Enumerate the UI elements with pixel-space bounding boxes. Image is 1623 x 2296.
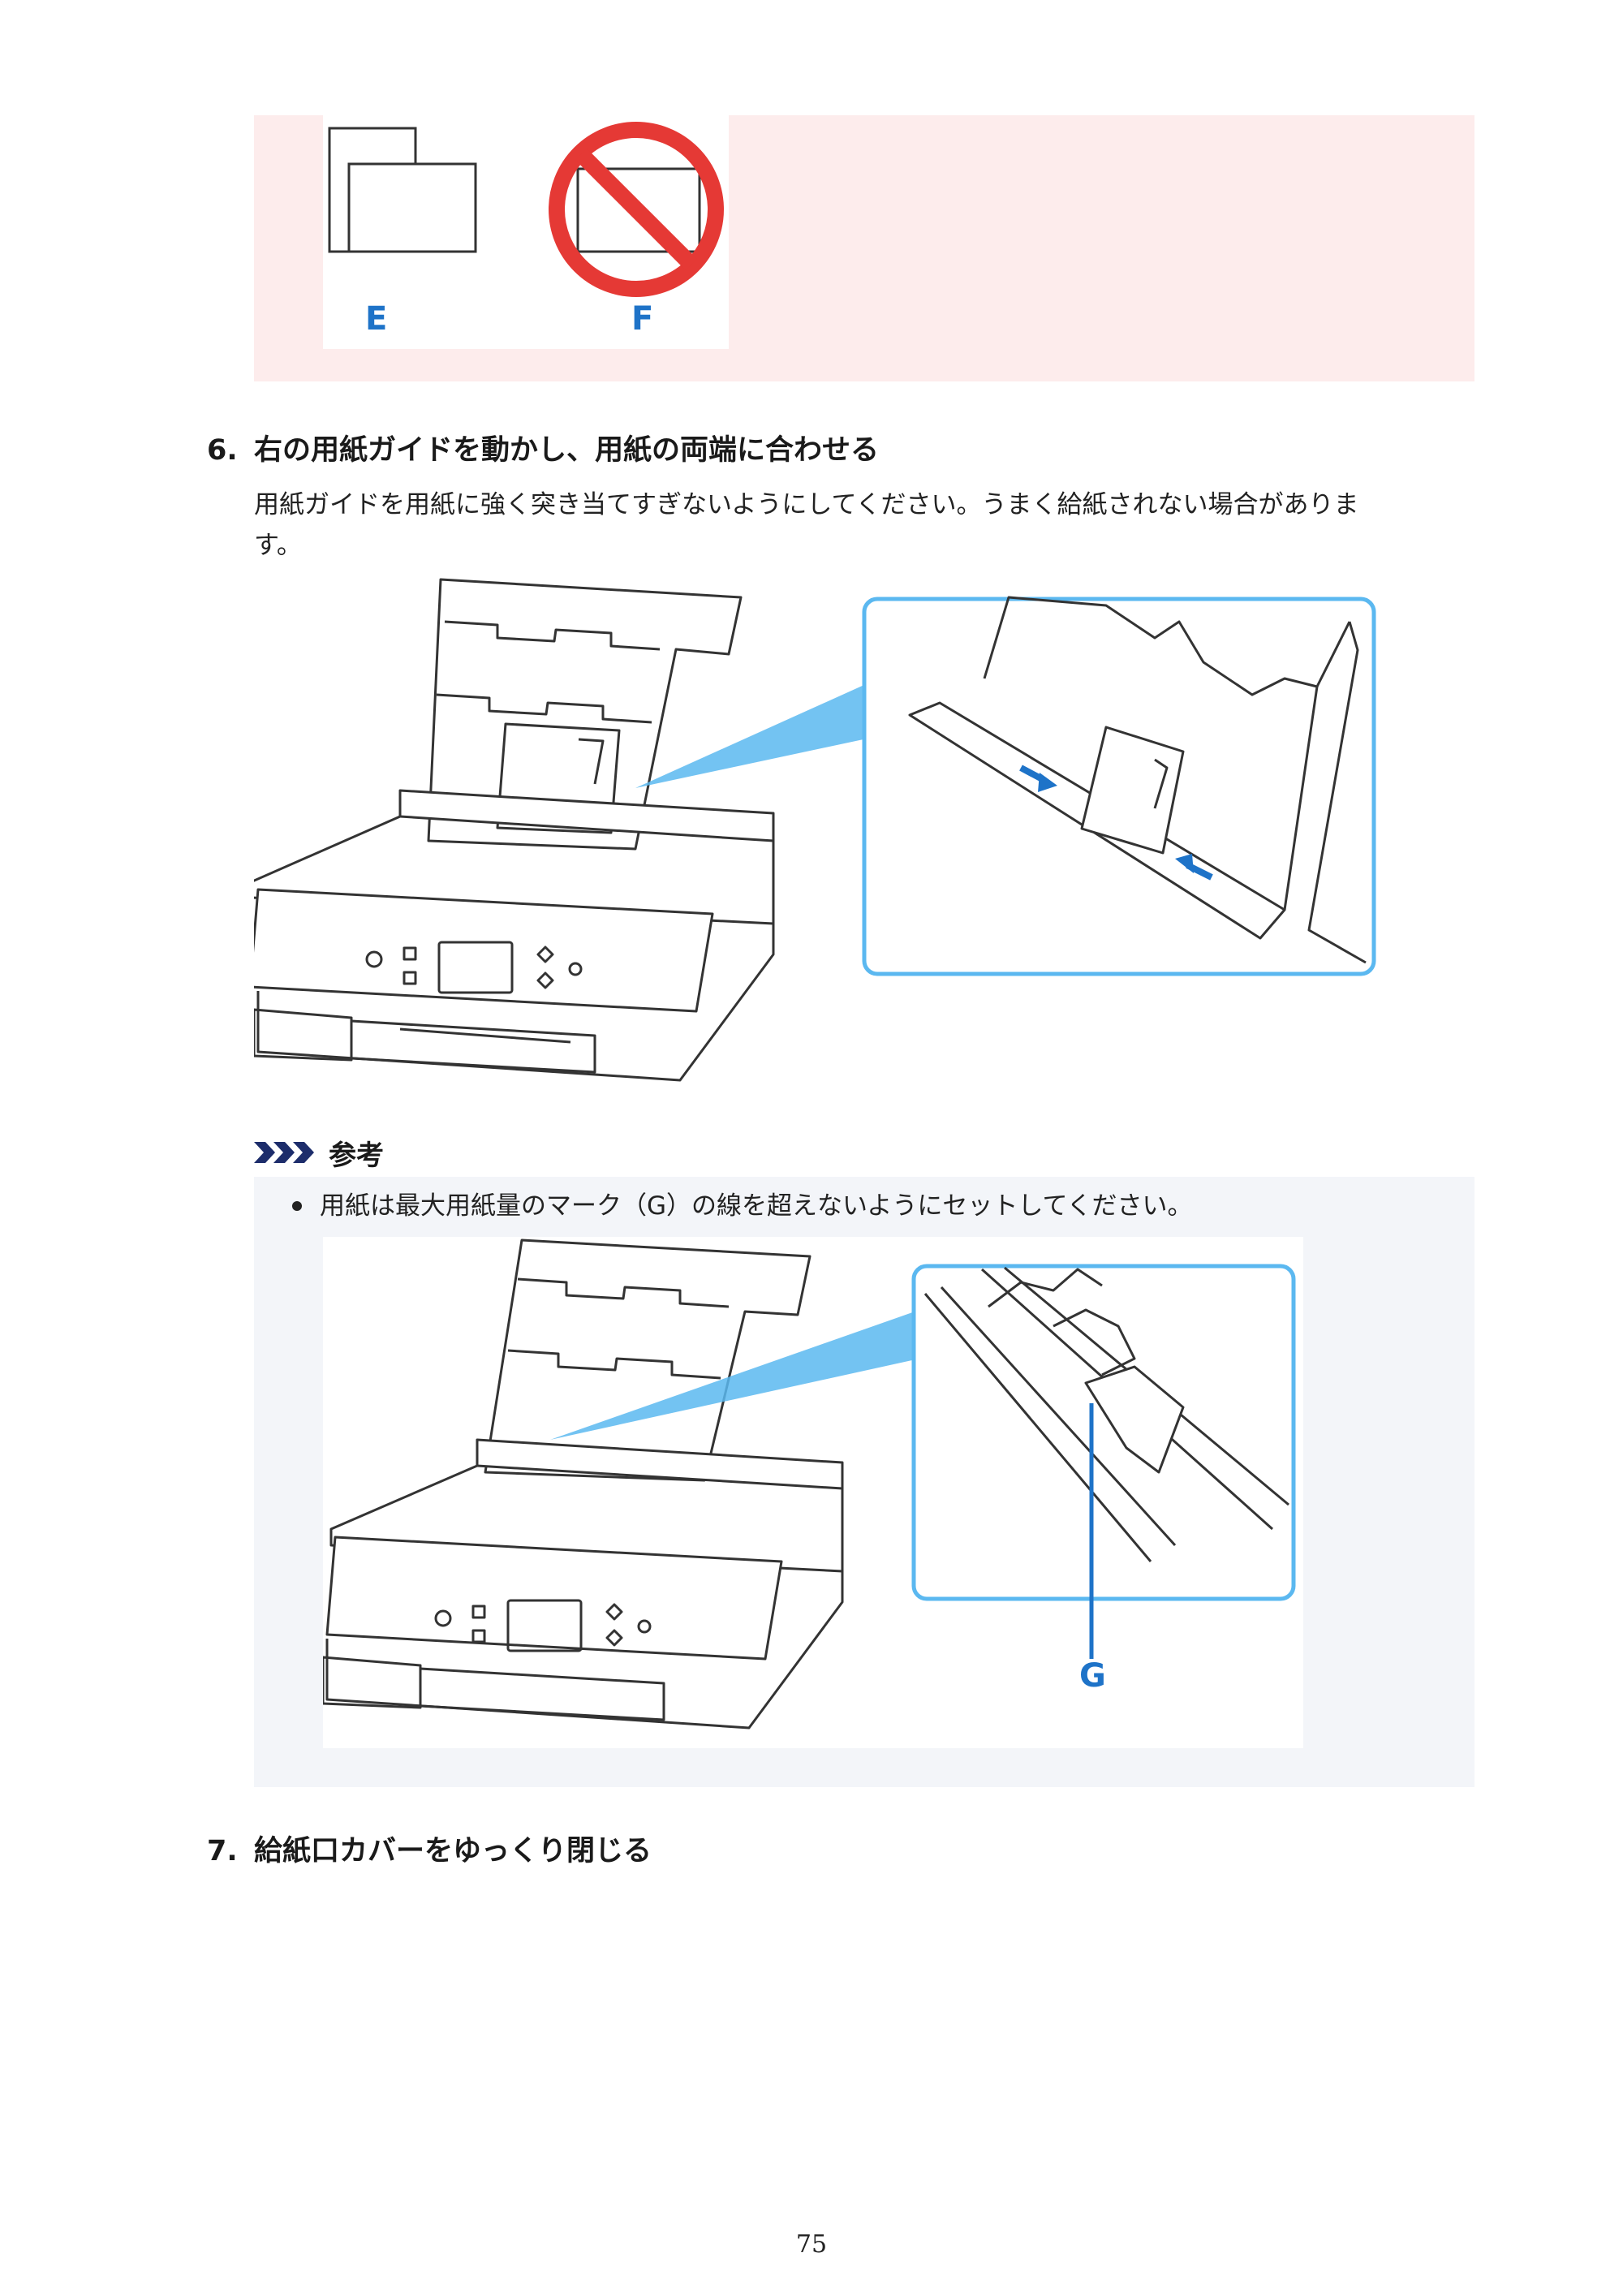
prohibited-icon <box>549 122 724 297</box>
step-6-description: 用紙ガイドを用紙に強く突き当てすぎないようにしてください。うまく給紙されない場合… <box>254 485 1479 566</box>
page-number: 75 <box>795 2230 828 2259</box>
step-6-title: 右の用紙ガイドを動かし、用紙の両端に合わせる <box>254 434 880 467</box>
figure-label-e: E <box>365 300 388 338</box>
note-title: 参考 <box>329 1139 384 1172</box>
orientation-illustration <box>328 127 477 253</box>
note-header: 参考 <box>254 1132 384 1173</box>
note-illustration: G <box>321 1237 1303 1748</box>
step-6-heading: 6. 右の用紙ガイドを動かし、用紙の両端に合わせる <box>207 427 879 468</box>
figure-label-f: F <box>631 300 654 338</box>
step-6-number: 6. <box>207 434 238 467</box>
step-7-number: 7. <box>207 1835 238 1867</box>
step-6-text-line1: 用紙ガイドを用紙に強く突き当てすぎないようにしてください。うまく給紙されない場合… <box>254 490 1359 519</box>
max-paper-mark-illustration <box>321 1238 1296 1730</box>
figure-label-g: G <box>1079 1657 1106 1695</box>
note-bullet-item: 用紙は最大用紙量のマーク（G）の線を超えないようにセットしてください。 <box>292 1187 1193 1225</box>
bullet-dot <box>292 1200 302 1211</box>
step-6-illustration <box>248 573 1390 1092</box>
printer-paper-guide-illustration <box>248 578 1376 1082</box>
note-bullet-text: 用紙は最大用紙量のマーク（G）の線を超えないようにセットしてください。 <box>320 1191 1193 1221</box>
landscape-sheet <box>347 162 477 253</box>
step-6-text-line2: す。 <box>254 531 302 560</box>
step-7-heading: 7. 給紙口カバーをゆっくり閉じる <box>207 1828 652 1869</box>
step-7-title: 給紙口カバーをゆっくり閉じる <box>254 1835 652 1867</box>
double-chevron-icon <box>254 1142 314 1163</box>
